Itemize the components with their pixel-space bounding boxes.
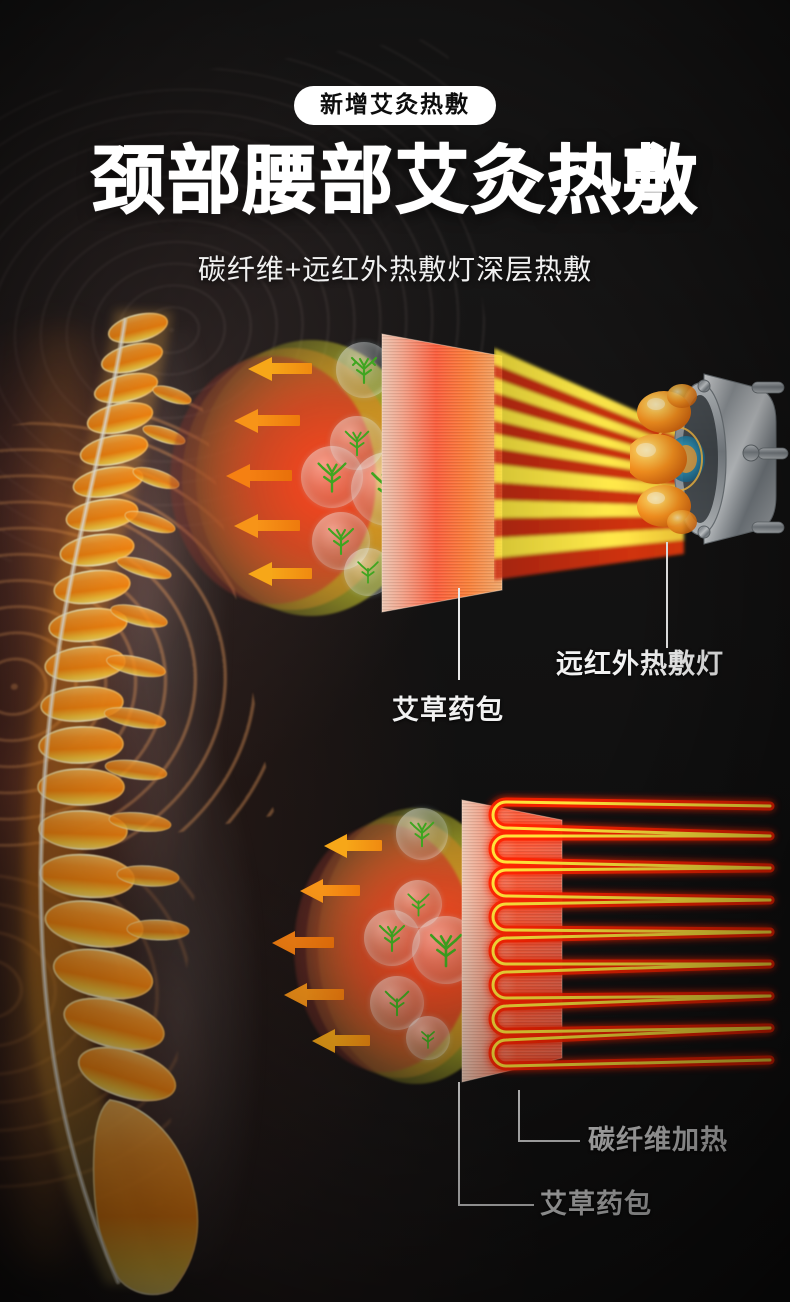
- page-subtitle: 碳纤维+远红外热敷灯深层热敷: [197, 254, 593, 285]
- header-badge: 新增艾灸热敷: [294, 86, 496, 125]
- page-title: 颈部腰部艾灸热敷: [90, 139, 699, 222]
